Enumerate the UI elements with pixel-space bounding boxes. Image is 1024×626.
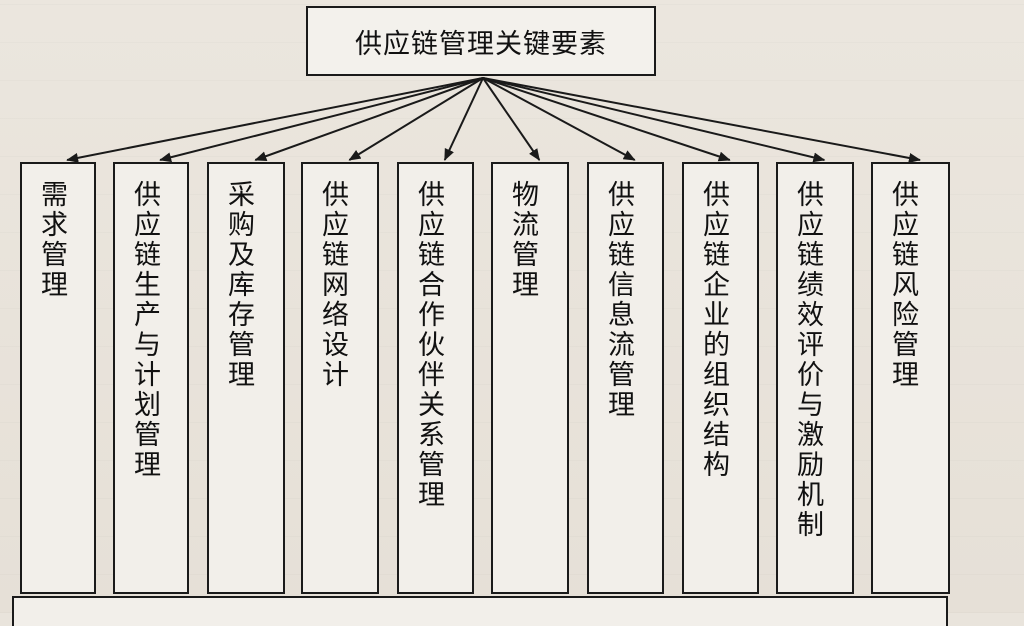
arrow-1 xyxy=(66,77,484,163)
arrow-3 xyxy=(254,77,484,161)
element-box-organization: 供应链企业的组织结构 xyxy=(682,162,759,594)
element-box-network-design: 供应链网络设计 xyxy=(301,162,379,594)
element-box-demand: 需求管理 xyxy=(20,162,96,594)
arrow-8 xyxy=(482,77,731,162)
element-box-production-planning: 供应链生产与计划管理 xyxy=(113,162,189,594)
arrow-6 xyxy=(482,77,541,161)
arrow-7 xyxy=(482,77,636,161)
element-label: 供应链合作伙伴关系管理 xyxy=(413,180,444,510)
element-label: 供应链信息流管理 xyxy=(603,180,634,420)
arrow-4 xyxy=(348,77,484,161)
element-box-information-flow: 供应链信息流管理 xyxy=(587,162,664,594)
connector-arrows xyxy=(66,77,921,163)
element-label: 供应链生产与计划管理 xyxy=(129,180,160,480)
element-label: 物流管理 xyxy=(507,180,538,300)
element-label: 需求管理 xyxy=(36,180,67,300)
element-label: 采购及库存管理 xyxy=(223,180,254,390)
element-label: 供应链企业的组织结构 xyxy=(698,180,729,480)
bottom-box xyxy=(12,596,948,626)
arrow-10 xyxy=(482,77,921,163)
element-box-procurement-inventory: 采购及库存管理 xyxy=(207,162,285,594)
element-box-performance: 供应链绩效评价与激励机制 xyxy=(776,162,854,594)
element-box-logistics: 物流管理 xyxy=(491,162,569,594)
arrow-5 xyxy=(443,77,484,161)
element-label: 供应链绩效评价与激励机制 xyxy=(792,180,823,540)
element-box-risk: 供应链风险管理 xyxy=(871,162,950,594)
root-node: 供应链管理关键要素 xyxy=(306,6,656,76)
element-label: 供应链风险管理 xyxy=(887,180,918,390)
arrow-9 xyxy=(482,77,826,163)
root-label: 供应链管理关键要素 xyxy=(355,28,607,60)
element-box-partnership: 供应链合作伙伴关系管理 xyxy=(397,162,474,594)
arrow-2 xyxy=(159,77,484,163)
element-label: 供应链网络设计 xyxy=(317,180,348,390)
